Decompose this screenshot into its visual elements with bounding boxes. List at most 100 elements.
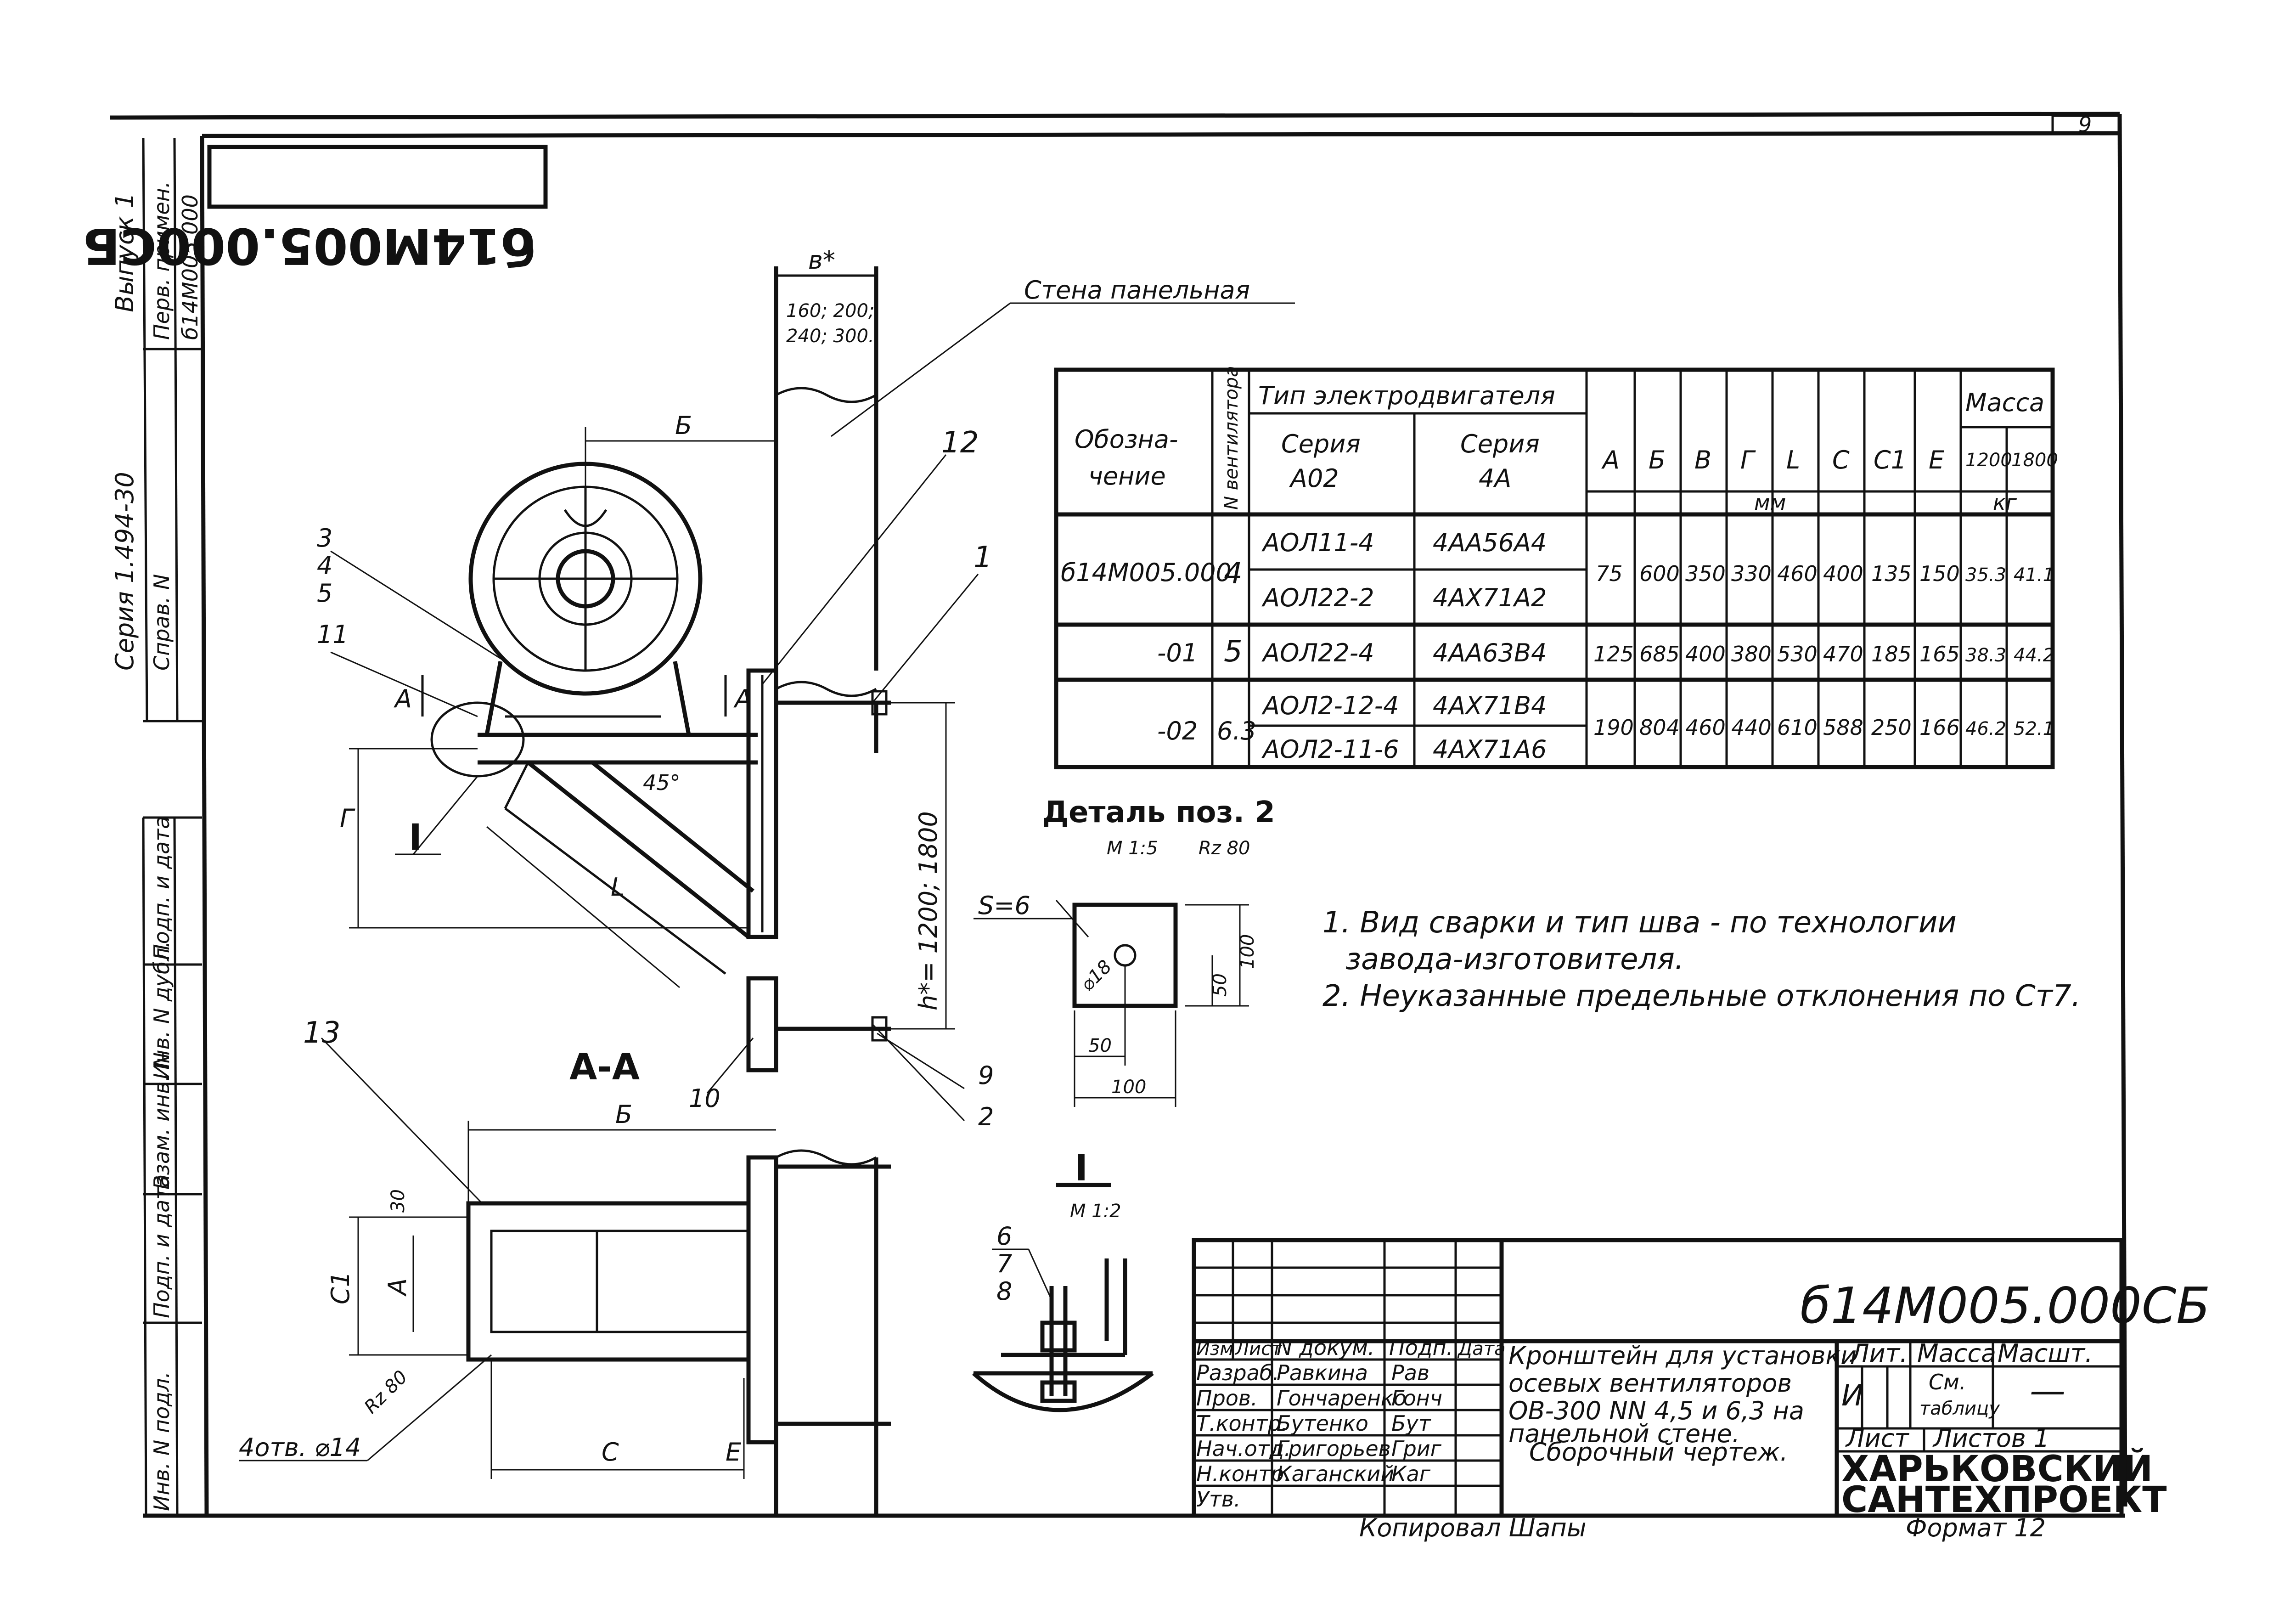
mass-value-1: таблицу [1919,1398,2000,1419]
position-2: 2 [978,1102,994,1131]
row1-dim-1: 685 [1639,642,1680,666]
position-13: 13 [303,1016,340,1050]
code-stamp: б14М005.000СБ [82,217,535,274]
row0-dim-6: 135 [1871,561,1912,586]
row0-dim-7: 150 [1919,561,1960,586]
row2-a02-0: АОЛ2-12-4 [1261,691,1399,720]
row2-dim-6: 250 [1871,715,1912,740]
col-header-3: Подп. [1389,1335,1453,1360]
section-mark-i: I [409,817,422,858]
row2-a02-1: АОЛ2-11-6 [1261,735,1399,764]
table-head-dim-g: Г [1740,446,1756,474]
organization-1: САНТЕХПРОЕКТ [1841,1479,2167,1521]
section-aa-dim-b: Б [615,1100,632,1129]
table-head-designation-0: Обозна- [1075,425,1178,454]
row2-dim-7: 166 [1919,715,1960,740]
row1-dim-0: 125 [1593,642,1634,666]
position-12: 12 [941,426,979,460]
format-label: Формат 12 [1906,1513,2046,1542]
table-head-mass-1200: 1200 [1965,450,2012,471]
table-head-a02-0: Серия [1281,429,1361,458]
row1-a02-0: АОЛ22-4 [1261,638,1374,667]
row0-a02-1: АОЛ22-2 [1261,583,1374,612]
wall-thickness-label: в* [808,246,835,275]
role-3: Нач.отд. [1196,1436,1291,1461]
row2-mass-1: 52.1 [2014,718,2054,739]
row0-fan: 4 [1224,557,1243,591]
row0-mass-0: 35.3 [1965,564,2006,586]
row1-dim-5: 470 [1823,642,1863,666]
dim-a-label-left: А [394,684,412,713]
dim-a-label-right: А [733,684,752,713]
left-margin [142,137,202,1516]
table-head-dim-c1: С1 [1874,446,1907,474]
role-5: Утв. [1196,1487,1241,1512]
row1-4a-0: 4АА63В4 [1433,638,1547,667]
table-head-mass: Масса [1965,388,2044,417]
row0-dim-2: 350 [1685,561,1726,586]
detail-i-title: I [1075,1148,1088,1189]
role-3-name: Григорьев [1277,1436,1391,1461]
wall-label: Стена панельная [1024,276,1250,305]
detail-i-position-8: 8 [996,1277,1012,1306]
row0-mass-1: 41.1 [2014,564,2054,586]
row2-dim-3: 440 [1731,715,1772,740]
section-aa-title: А-А [569,1047,640,1088]
table-head-dim-c: С [1832,446,1850,474]
detail-i-scale: М 1:2 [1070,1201,1121,1222]
detail-pos2-hole: ⌀18 [1077,956,1116,996]
detail-i-view [972,1183,1154,1412]
dim-b-label: Б [675,411,692,440]
row2-4a-1: 4АХ71А6 [1433,735,1547,764]
margin-issue: Выпуск 1 [110,192,139,312]
row2-dim-0: 190 [1593,715,1634,740]
role-4: Н.контр. [1196,1461,1291,1486]
row1-fan: 5 [1224,635,1243,669]
margin-field-4: Подп. и дата [149,816,174,960]
detail-pos2-dim-50-v: 50 [1210,973,1231,997]
table-head-dim-a: А [1601,446,1620,474]
col-header-1: Лист [1234,1338,1283,1360]
col-header-2: N докум. [1277,1335,1374,1360]
main-view [330,266,1295,1516]
col-header-0: Изм [1196,1338,1233,1360]
sheets-label: Листов 1 [1932,1424,2049,1453]
margin-field-0: Инв. N подл. [149,1371,174,1511]
sheet-label: Лист [1845,1424,1909,1453]
role-0-name: Равкина [1277,1360,1368,1385]
row1-mass-0: 38.3 [1965,645,2006,666]
title-line-4: Сборочный чертеж. [1529,1438,1788,1467]
dim-h-label: h*= 1200; 1800 [914,811,943,1010]
table-head-dim-b: Б [1649,446,1666,474]
role-1-sign: Гонч [1391,1386,1442,1411]
table-head-a02-1: А02 [1289,464,1339,493]
wall-thickness-values-0: 160; 200; [786,300,874,322]
row1-dim-2: 400 [1685,642,1726,666]
title-block-code: б14М005.000СБ [1800,1277,2210,1335]
section-aa-dim-e: Е [726,1438,742,1467]
section-aa-dim-c1: С1 [326,1271,355,1304]
table-head-motor-type: Тип электродвигателя [1258,381,1555,410]
row2-4a-0: 4АХ71В4 [1433,691,1547,720]
detail-pos2-title: Деталь поз. 2 [1042,796,1275,829]
row2-dim-1: 804 [1639,715,1680,740]
table-head-fan: N вентилятора [1221,366,1242,510]
role-2: Т.контр. [1196,1411,1288,1436]
detail-pos2-dim-100-v: 100 [1237,934,1258,969]
row0-a02-0: АОЛ11-4 [1261,528,1374,557]
margin-field-2: Взам. инв. N [149,1052,174,1190]
row1-designation: -01 [1157,638,1198,667]
row0-designation: б14М005.000 [1061,558,1232,587]
title-line-3: панельной стене. [1508,1419,1740,1448]
row2-dim-2: 460 [1685,715,1726,740]
margin-first-use-value: б14М005.000 [178,194,203,340]
section-aa-roughness: Rz 80 [360,1366,412,1418]
role-0: Разраб. [1196,1360,1279,1385]
row0-dim-3: 330 [1731,561,1772,586]
detail-pos2-dim-100-h: 100 [1111,1077,1146,1098]
note-2: 2. Неуказанные предельные отклонения по … [1322,979,2081,1013]
table-head-4a-1: 4А [1479,464,1511,493]
mass-label: Масса [1917,1339,1996,1368]
scale-label: Масшт. [1998,1339,2093,1368]
